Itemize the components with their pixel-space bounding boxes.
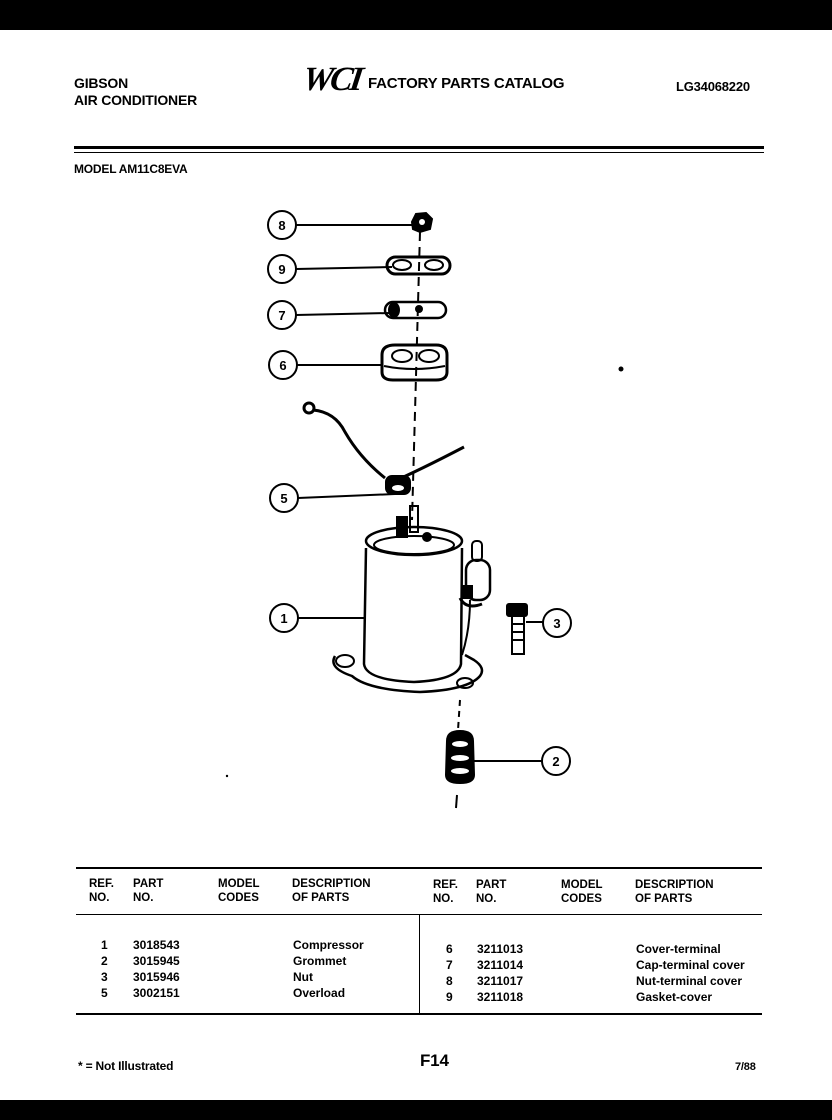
ref-no: 6 <box>446 942 453 956</box>
part-no: 3211014 <box>477 958 524 972</box>
callout-7: 7 <box>267 300 297 330</box>
callout-9-label: 9 <box>278 262 285 277</box>
part-no: 3211018 <box>477 990 524 1004</box>
bottom-axis-tick <box>455 794 458 809</box>
callout-2: 2 <box>541 746 571 776</box>
callout-6-label: 6 <box>279 358 286 373</box>
part-description: Nut-terminal cover <box>636 974 743 988</box>
table-column-divider <box>419 915 420 1013</box>
callout-7-label: 7 <box>278 308 285 323</box>
part-description: Nut <box>293 970 313 984</box>
bottom-scan-border <box>0 1100 832 1120</box>
ref-no: 9 <box>446 990 453 1004</box>
header-rule-thick <box>74 146 764 149</box>
part-8-terminal-nut <box>410 211 434 234</box>
ref-no: 2 <box>101 954 108 968</box>
ref-no: 7 <box>446 958 453 972</box>
callout-1-label: 1 <box>280 611 287 626</box>
part-2-grommet <box>444 729 476 785</box>
callout-2-label: 2 <box>552 754 559 769</box>
part-no: 3015945 <box>133 954 180 968</box>
catalog-title: FACTORY PARTS CATALOG <box>368 75 565 92</box>
header-rule-thin <box>74 152 764 153</box>
part-description: Overload <box>293 986 346 1000</box>
part-no: 3211017 <box>477 974 524 988</box>
part-description: Compressor <box>293 938 364 952</box>
part-no: 3211013 <box>477 942 524 956</box>
part-no: 3002151 <box>133 986 180 1000</box>
not-illustrated-note: * = Not Illustrated <box>78 1059 174 1073</box>
lower-axis-line <box>457 699 461 731</box>
page-number: F14 <box>420 1051 449 1070</box>
catalog-date: 7/88 <box>735 1061 756 1073</box>
part-3-nut <box>506 603 528 655</box>
part-no: 3015946 <box>133 970 180 984</box>
part-description: Grommet <box>293 954 347 968</box>
ref-no: 3 <box>101 970 108 984</box>
product-type: AIR CONDITIONER <box>74 92 198 108</box>
callout-5-label: 5 <box>280 491 287 506</box>
top-scan-border <box>0 0 832 30</box>
brand-name: GIBSON <box>74 75 129 91</box>
ref-no: 5 <box>101 986 108 1000</box>
ref-no: 8 <box>446 974 453 988</box>
part-no: 3018543 <box>133 938 180 952</box>
callout-3-label: 3 <box>553 616 560 631</box>
table-header-rule <box>76 914 762 915</box>
part-5-overload <box>302 401 465 495</box>
header-ref-no-right: REF.NO. <box>433 879 458 905</box>
callout-8-label: 8 <box>278 218 285 233</box>
part-description: Cover-terminal <box>636 942 721 956</box>
part-description: Gasket-cover <box>636 990 713 1004</box>
table-bottom-rule <box>76 1013 762 1015</box>
model-line: MODEL AM11C8EVA <box>74 162 188 176</box>
part-9-gasket <box>385 255 452 276</box>
callout-5: 5 <box>269 483 299 513</box>
brand-block: GIBSON AIR CONDITIONER <box>74 75 197 109</box>
callout-8: 8 <box>267 210 297 240</box>
table-top-rule <box>76 867 762 869</box>
callout-9: 9 <box>267 254 297 284</box>
part-7-cap <box>383 300 448 320</box>
callout-1: 1 <box>269 603 299 633</box>
part-6-terminal-cover <box>380 343 449 382</box>
ref-no: 1 <box>101 938 108 952</box>
part-description: Cap-terminal cover <box>636 958 745 972</box>
callout-3: 3 <box>542 608 572 638</box>
header-ref-no-left: REF.NO. <box>89 878 114 904</box>
part-1-compressor <box>332 505 492 694</box>
catalog-number: LG34068220 <box>676 79 750 94</box>
callout-6: 6 <box>268 350 298 380</box>
